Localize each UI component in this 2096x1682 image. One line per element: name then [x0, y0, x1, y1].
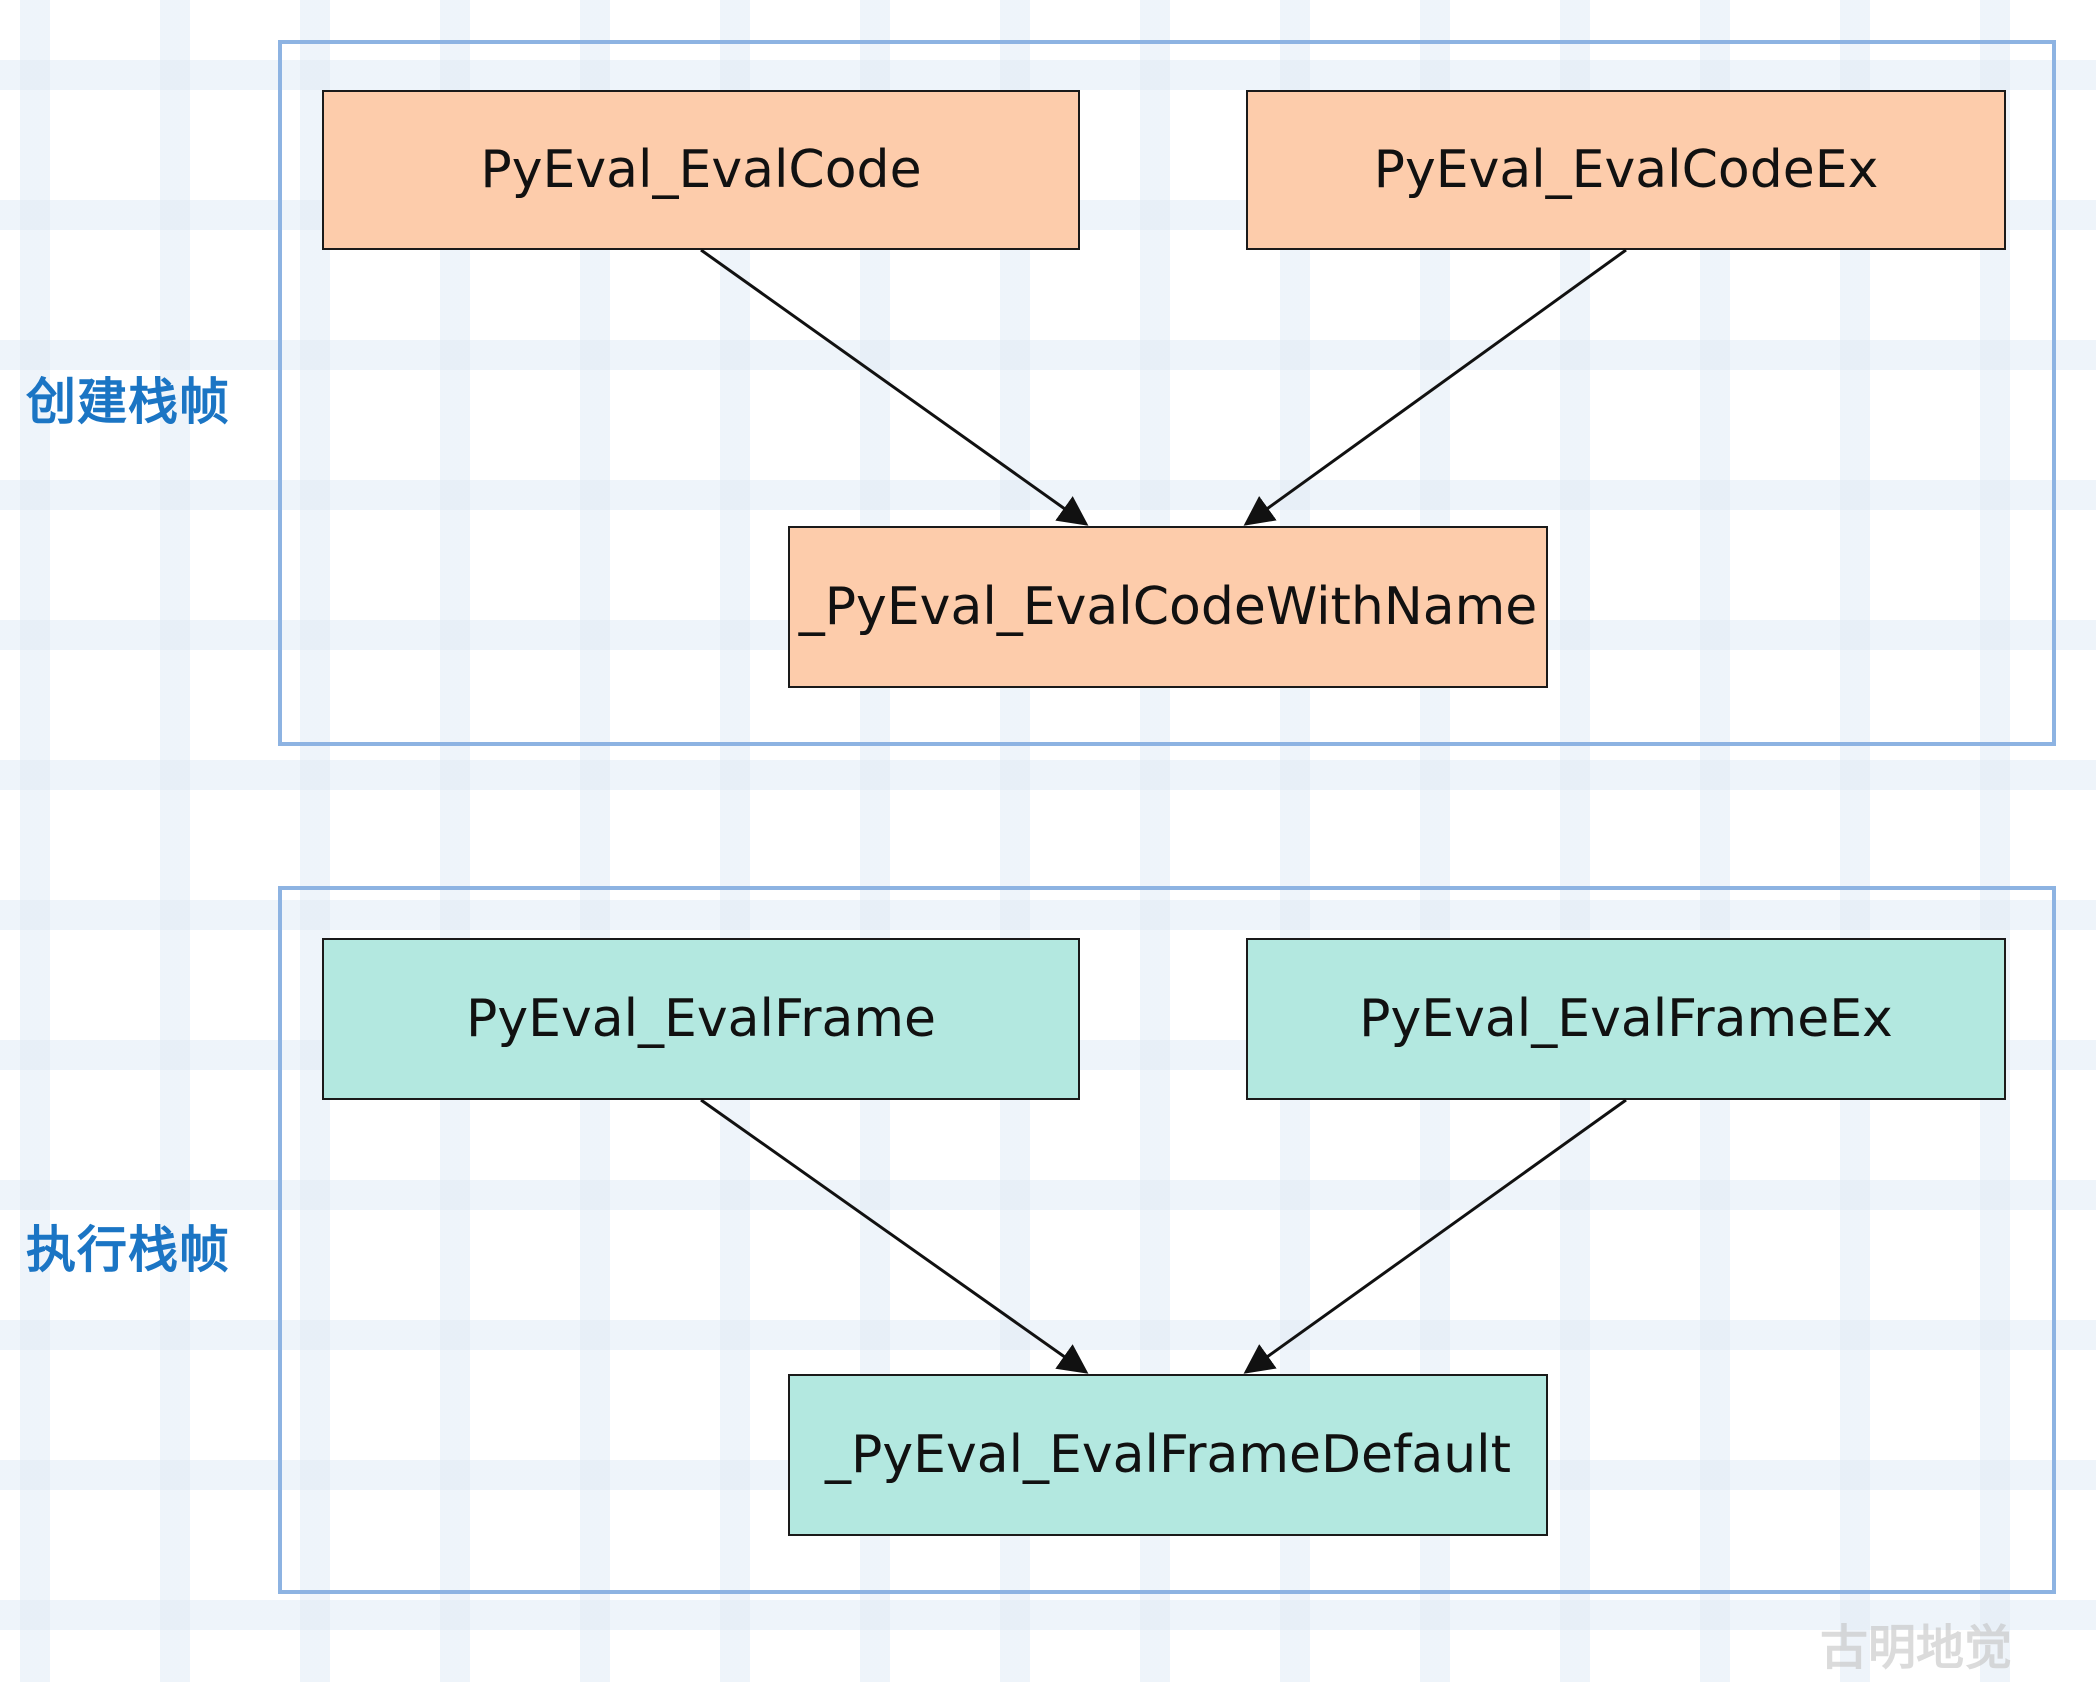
group-label-execute: 执行栈帧 [26, 1221, 230, 1279]
node-pyeval-evalframe: PyEval_EvalFrame [322, 938, 1080, 1100]
group-label-create: 创建栈帧 [26, 373, 230, 431]
watermark: 古明地觉 [1820, 1620, 2013, 1676]
group-execute-frame [278, 886, 2056, 1594]
node-pyeval-evalframedefault: _PyEval_EvalFrameDefault [788, 1374, 1548, 1536]
group-create-frame [278, 40, 2056, 746]
node-pyeval-evalcodeex: PyEval_EvalCodeEx [1246, 90, 2006, 250]
node-pyeval-evalcodewithname: _PyEval_EvalCodeWithName [788, 526, 1548, 688]
node-pyeval-evalframeex: PyEval_EvalFrameEx [1246, 938, 2006, 1100]
node-pyeval-evalcode: PyEval_EvalCode [322, 90, 1080, 250]
